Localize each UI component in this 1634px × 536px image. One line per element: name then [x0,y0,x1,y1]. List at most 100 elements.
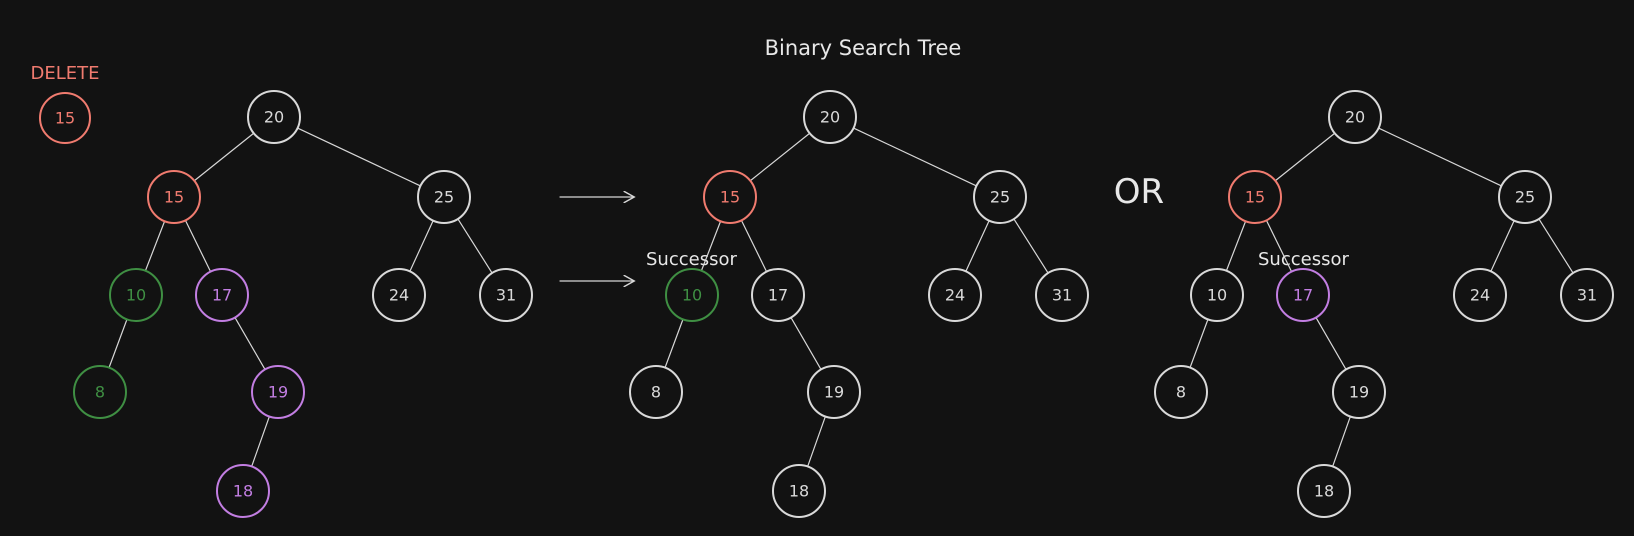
tree-node: 25 [973,170,1027,224]
tree-node: 19 [251,365,305,419]
tree-node-circle [1154,365,1208,419]
tree-node-value: 25 [434,188,454,207]
tree-node-value: 15 [164,188,184,207]
tree-node: 24 [372,268,426,322]
tree-edge [1265,219,1293,273]
tree-edge [807,415,826,468]
tree-edge [193,132,255,182]
tree-node-circle [372,268,426,322]
tree-edge [1538,218,1574,274]
tree-node-value: 15 [720,188,740,207]
tree-node-value: 24 [945,286,965,305]
tree-node-value: 8 [651,383,661,402]
tree-node: 24 [928,268,982,322]
tree-edge [1315,316,1347,371]
tree-node-value: 31 [496,286,516,305]
transform-arrows [559,197,633,281]
tree-node-value: 8 [95,383,105,402]
tree-node-value: 20 [264,108,284,127]
tree-node: 17 [195,268,249,322]
tree-node-circle [629,365,683,419]
tree-edge [184,219,212,273]
tree-node: 19 [1332,365,1386,419]
tree-node-value: 24 [389,286,409,305]
tree-node: 20 [803,90,857,144]
tree-node-circle [803,90,857,144]
diagram-title: Binary Search Tree [765,36,962,60]
tree-node: 15 [147,170,201,224]
tree-node-circle [109,268,163,322]
tree-node-value: 10 [682,286,702,305]
tree-node-value: 15 [1245,188,1265,207]
tree-edge [409,220,434,272]
tree-edge [1225,220,1247,272]
tree-1: 20 15 25 10 17 24 31 8 19 18 [73,90,533,518]
tree-node-circle [247,90,301,144]
tree-node: 20 [247,90,301,144]
tree-node: 15 [1228,170,1282,224]
tree-node: 31 [1035,268,1089,322]
tree-node-circle [251,365,305,419]
tree-node-value: 17 [768,286,788,305]
tree-node: 17 [751,268,805,322]
tree-node-value: 19 [268,383,288,402]
delete-callout: DELETE 15 [30,63,100,144]
tree-node-value: 19 [1349,383,1369,402]
tree-node-circle [216,464,270,518]
tree-node-value: 31 [1577,286,1597,305]
tree-edge [1189,318,1209,369]
tree-node-circle [973,170,1027,224]
tree-edge [790,316,822,371]
tree-node-circle [1332,365,1386,419]
tree-edge [457,218,493,274]
tree-edge [1274,132,1336,182]
tree-2: 20 15 25 10 17 24 31 8 19 18 [629,90,1089,518]
tree-node: 8 [629,365,683,419]
tree-node-circle [1328,90,1382,144]
delete-node-circle [39,92,91,144]
tree-node-value: 24 [1470,286,1490,305]
tree-node-circle [195,268,249,322]
tree-node: 8 [1154,365,1208,419]
tree-node-value: 10 [126,286,146,305]
tree-node-value: 20 [820,108,840,127]
tree-node: 15 [703,170,757,224]
tree-node: 10 [109,268,163,322]
delete-label: DELETE [30,63,99,84]
successor-label-right: Successor [1258,249,1349,270]
tree-edge [144,220,166,272]
tree-node: 8 [73,365,127,419]
tree-node: 24 [1453,268,1507,322]
tree-node-value: 18 [233,482,253,501]
tree-node-value: 19 [824,383,844,402]
tree-node-value: 25 [990,188,1010,207]
tree-node-circle [1297,464,1351,518]
tree-node-value: 17 [212,286,232,305]
tree-node: 19 [807,365,861,419]
tree-node-value: 25 [1515,188,1535,207]
tree-edge [108,318,128,369]
tree-edge [1377,127,1503,187]
tree-node-circle [1228,170,1282,224]
tree-edge [296,127,422,187]
tree-node-circle [1498,170,1552,224]
or-label: OR [1114,172,1164,212]
tree-node-value: 18 [1314,482,1334,501]
tree-node: 20 [1328,90,1382,144]
tree-node-circle [928,268,982,322]
tree-edge [965,220,990,272]
tree-node-value: 18 [789,482,809,501]
tree-node-circle [703,170,757,224]
tree-node-circle [1560,268,1614,322]
tree-edge [700,220,722,272]
tree-edge [1013,218,1049,274]
tree-node: 10 [665,268,719,322]
tree-edge [664,318,684,369]
tree-edge [749,132,811,182]
tree-edge [740,219,768,273]
tree-node-value: 20 [1345,108,1365,127]
tree-node-value: 10 [1207,286,1227,305]
tree-node: 10 [1190,268,1244,322]
